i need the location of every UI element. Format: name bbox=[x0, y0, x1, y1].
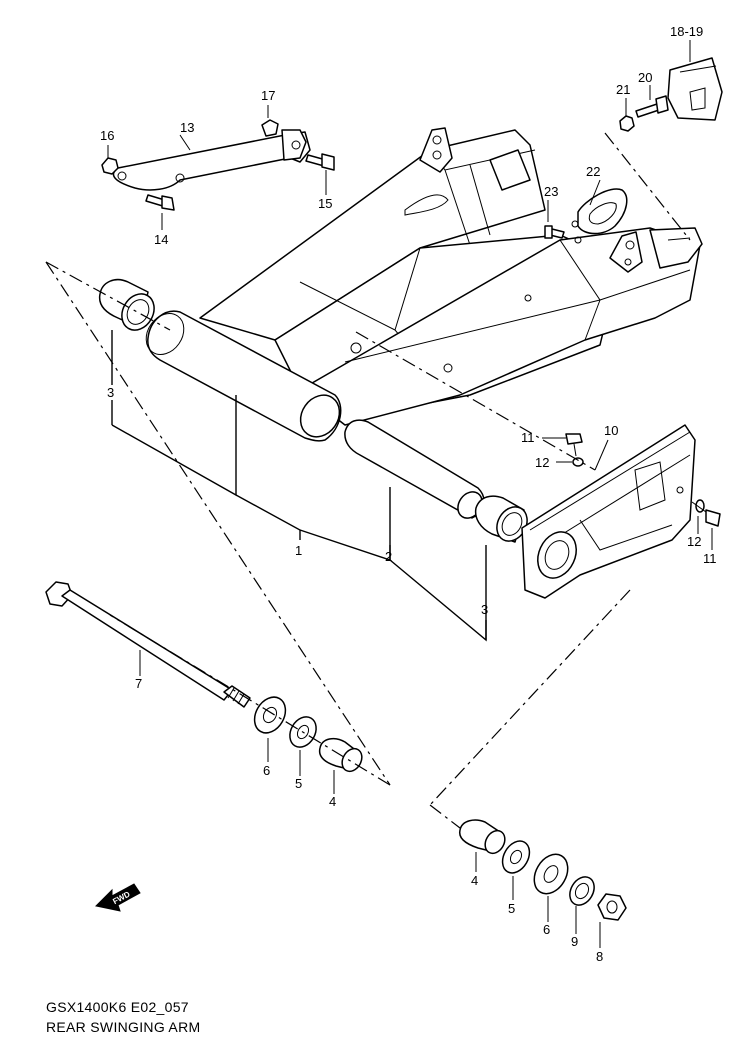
label-6-left: 6 bbox=[263, 763, 270, 778]
diagram-title: REAR SWINGING ARM bbox=[46, 1019, 200, 1035]
label-8: 8 bbox=[596, 949, 603, 964]
swing-arm-body bbox=[145, 127, 703, 442]
label-9: 9 bbox=[571, 934, 578, 949]
label-15: 15 bbox=[318, 196, 332, 211]
pivot-shaft bbox=[45, 581, 251, 708]
part-labels: 1 2 3 3 4 4 5 5 6 6 7 8 9 10 11 11 12 12… bbox=[100, 24, 717, 964]
fastener-23-bolt bbox=[544, 225, 565, 239]
label-4-left: 4 bbox=[329, 794, 336, 809]
spacer-tube bbox=[344, 419, 485, 519]
torque-rod bbox=[112, 129, 311, 191]
label-13: 13 bbox=[180, 120, 194, 135]
chain-case bbox=[521, 424, 696, 599]
label-21: 21 bbox=[616, 82, 630, 97]
needle-bearing-right bbox=[474, 495, 528, 543]
label-11-top: 11 bbox=[521, 430, 535, 445]
fastener-12-washer-top bbox=[572, 457, 584, 467]
fastener-11-bolt-right bbox=[691, 501, 721, 527]
label-5-left: 5 bbox=[295, 776, 302, 791]
label-18-19: 18-19 bbox=[670, 24, 703, 39]
label-7: 7 bbox=[135, 676, 142, 691]
label-12-right: 12 bbox=[687, 534, 701, 549]
fastener-21-nut bbox=[619, 115, 635, 132]
needle-bearing-left bbox=[98, 278, 155, 331]
label-11-right: 11 bbox=[703, 551, 717, 566]
fastener-14-bolt bbox=[145, 194, 175, 211]
fastener-15-bolt bbox=[305, 153, 335, 171]
label-12-top: 12 bbox=[535, 455, 549, 470]
fastener-17-nut bbox=[261, 119, 279, 137]
label-3-right: 3 bbox=[481, 602, 488, 617]
plate-22 bbox=[571, 188, 628, 244]
label-2: 2 bbox=[385, 549, 392, 564]
label-20: 20 bbox=[638, 70, 652, 85]
label-23: 23 bbox=[544, 184, 558, 199]
right-pivot-parts bbox=[458, 819, 627, 921]
label-10: 10 bbox=[604, 423, 618, 438]
label-14: 14 bbox=[154, 232, 168, 247]
label-22: 22 bbox=[586, 164, 600, 179]
label-4-right: 4 bbox=[471, 873, 478, 888]
fastener-20-bolt bbox=[635, 95, 669, 118]
fastener-11-bolt-top bbox=[565, 433, 583, 457]
leader-lines bbox=[45, 40, 713, 948]
diagram-code: GSX1400K6 E02_057 bbox=[46, 999, 189, 1015]
label-16: 16 bbox=[100, 128, 114, 143]
fwd-arrow-icon: FWD bbox=[94, 883, 141, 912]
label-17: 17 bbox=[261, 88, 275, 103]
label-5-right: 5 bbox=[508, 901, 515, 916]
label-6-right: 6 bbox=[543, 922, 550, 937]
label-3-left: 3 bbox=[107, 385, 114, 400]
chain-adjuster-block bbox=[667, 57, 723, 121]
label-1: 1 bbox=[295, 543, 302, 558]
